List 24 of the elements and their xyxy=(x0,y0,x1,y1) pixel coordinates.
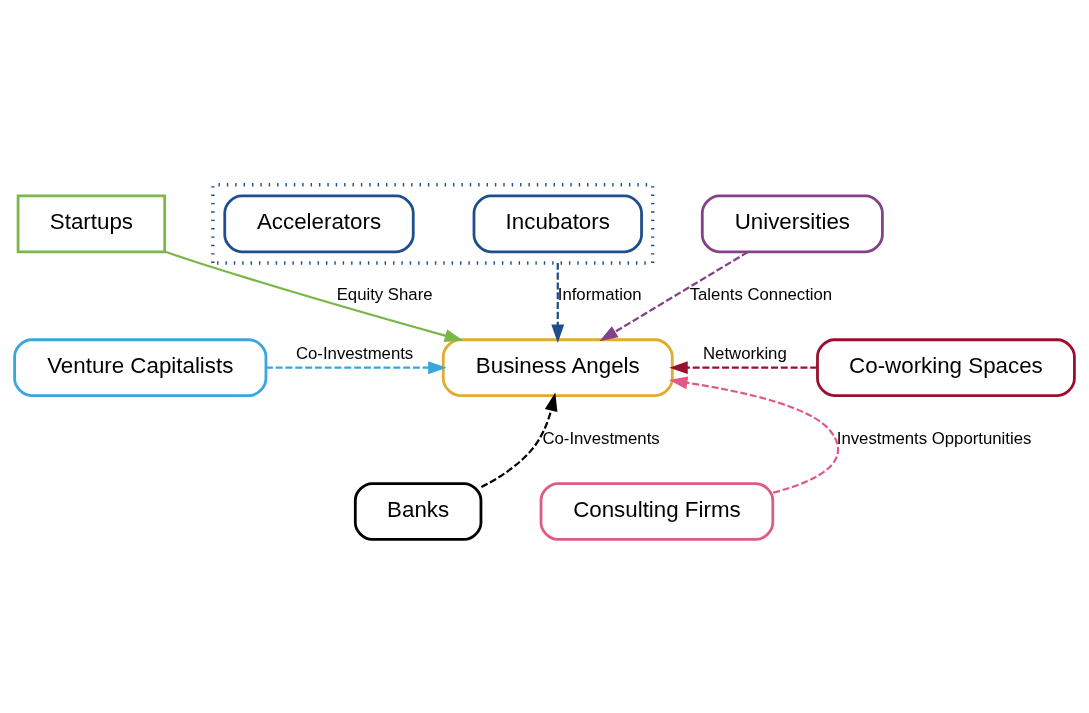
node-box: Startups xyxy=(16,194,167,254)
node-box: Banks xyxy=(353,482,483,541)
node-box: Accelerators xyxy=(223,194,415,254)
arrow xyxy=(551,262,565,344)
arrow xyxy=(669,361,818,375)
edge-label: Talents Connection xyxy=(689,285,833,305)
node-box: Business Angels xyxy=(441,338,674,397)
node-box: Co-working Spaces xyxy=(816,338,1076,397)
node-box: Consulting Firms xyxy=(539,482,775,541)
edge-label: Equity Share xyxy=(336,285,433,305)
edge-label: Co-Investments xyxy=(295,343,414,363)
arrow xyxy=(669,376,840,494)
arrow xyxy=(266,361,447,375)
edge-label: Co-Investments xyxy=(542,428,660,448)
edge-label: Information xyxy=(557,285,642,305)
edge-label: Investments Opportunities xyxy=(836,428,1032,448)
arrow xyxy=(164,250,464,342)
arrow xyxy=(599,251,749,342)
edge-label: Networking xyxy=(702,343,787,363)
node-box: Universities xyxy=(700,194,884,254)
node-box: Incubators xyxy=(472,194,643,254)
arrow xyxy=(480,392,558,489)
cluster xyxy=(211,183,655,265)
node-box: Venture Capitalists xyxy=(13,338,268,397)
